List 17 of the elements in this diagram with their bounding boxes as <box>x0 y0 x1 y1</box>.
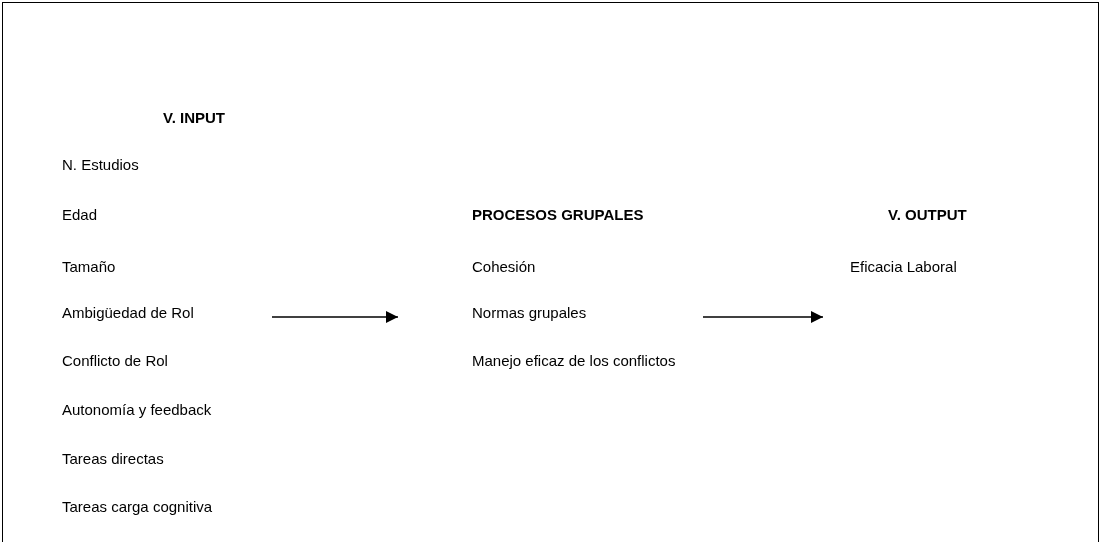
variable-label: Autonomía y feedback <box>62 401 212 419</box>
variable-label: N. Estudios <box>62 156 139 174</box>
variable-label: Cohesión <box>472 258 536 276</box>
variable-label: Conflicto de Rol <box>62 352 168 370</box>
variable-label: Tareas carga cognitiva <box>62 498 213 516</box>
variable-label: Normas grupales <box>472 304 587 322</box>
variable-label: Ambigüedad de Rol <box>62 304 194 322</box>
column-heading: PROCESOS GRUPALES <box>472 206 644 224</box>
variable-label: Manejo eficaz de los conflictos <box>472 352 676 370</box>
variable-label: Eficacia Laboral <box>850 258 957 276</box>
variable-label: Edad <box>62 206 98 224</box>
arrow <box>702 311 824 323</box>
column-heading: V. OUTPUT <box>888 206 967 224</box>
column-heading: V. INPUT <box>163 109 225 127</box>
variable-label: Tareas directas <box>62 450 164 468</box>
arrow <box>271 311 399 323</box>
variable-label: Tamaño <box>62 258 116 276</box>
